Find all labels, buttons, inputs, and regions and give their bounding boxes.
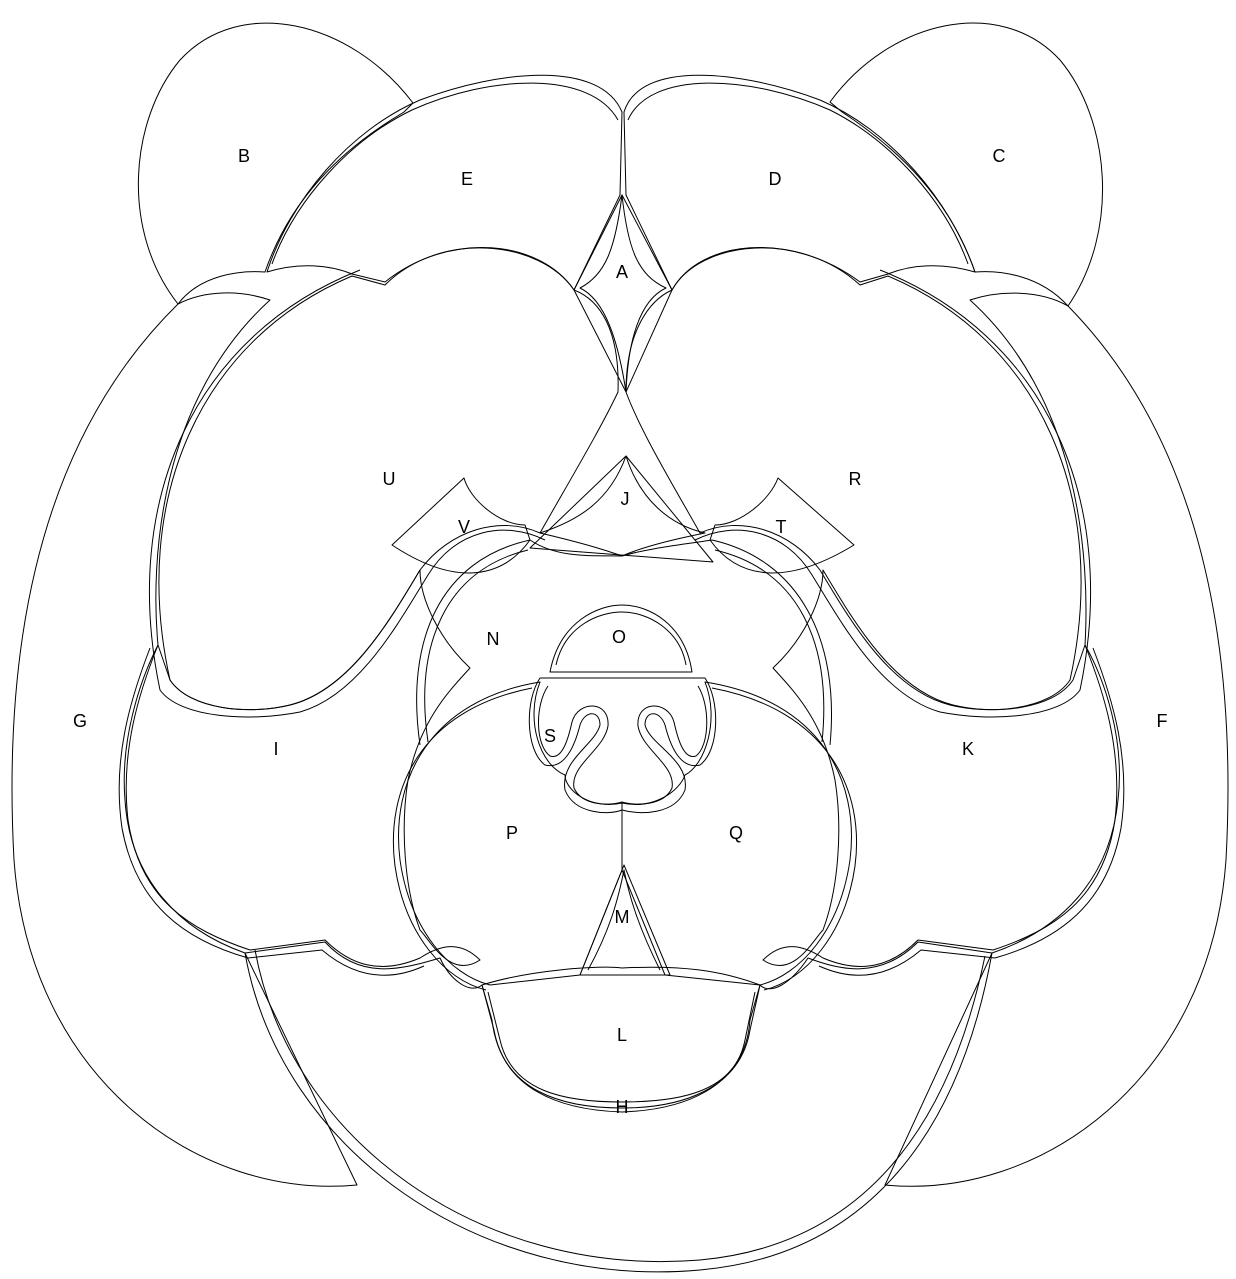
label-u: U xyxy=(383,469,396,489)
region-c-right-ear xyxy=(830,23,1103,306)
region-r-outer-edge xyxy=(695,270,1091,717)
region-e-inner-edge xyxy=(272,83,618,264)
region-b-left-ear xyxy=(138,23,413,304)
label-k: K xyxy=(962,739,974,759)
label-n: N xyxy=(487,629,500,649)
label-c: C xyxy=(993,146,1006,166)
label-m: M xyxy=(615,907,630,927)
label-l: L xyxy=(617,1025,627,1045)
region-i-left-lower-cheek xyxy=(126,570,480,966)
label-i: I xyxy=(273,739,278,759)
region-s-nostril xyxy=(529,678,715,813)
label-t: T xyxy=(776,517,787,537)
label-h: H xyxy=(616,1097,629,1117)
label-s: S xyxy=(544,726,556,746)
label-e: E xyxy=(461,169,473,189)
label-p: P xyxy=(506,823,518,843)
region-f-right-cheek xyxy=(885,293,1228,1186)
label-f: F xyxy=(1157,711,1168,731)
region-k-outer-edge xyxy=(819,648,1124,975)
label-o: O xyxy=(612,627,626,647)
label-q: Q xyxy=(729,823,743,843)
label-v: V xyxy=(458,517,470,537)
label-r: R xyxy=(849,469,862,489)
label-g: G xyxy=(73,711,87,731)
region-d-upper-right-band xyxy=(624,75,975,290)
region-u-outer-edge xyxy=(149,270,545,717)
region-g-left-cheek xyxy=(12,293,357,1186)
region-a-inner-curve xyxy=(580,195,666,392)
region-i-outer-edge xyxy=(119,648,424,975)
label-j: J xyxy=(621,489,630,509)
label-a: A xyxy=(616,262,628,282)
label-d: D xyxy=(769,169,782,189)
region-s-inner-edge xyxy=(538,686,706,804)
region-k-right-lower-cheek xyxy=(763,570,1117,966)
region-j-nose-bridge xyxy=(530,456,713,562)
label-b: B xyxy=(238,146,250,166)
